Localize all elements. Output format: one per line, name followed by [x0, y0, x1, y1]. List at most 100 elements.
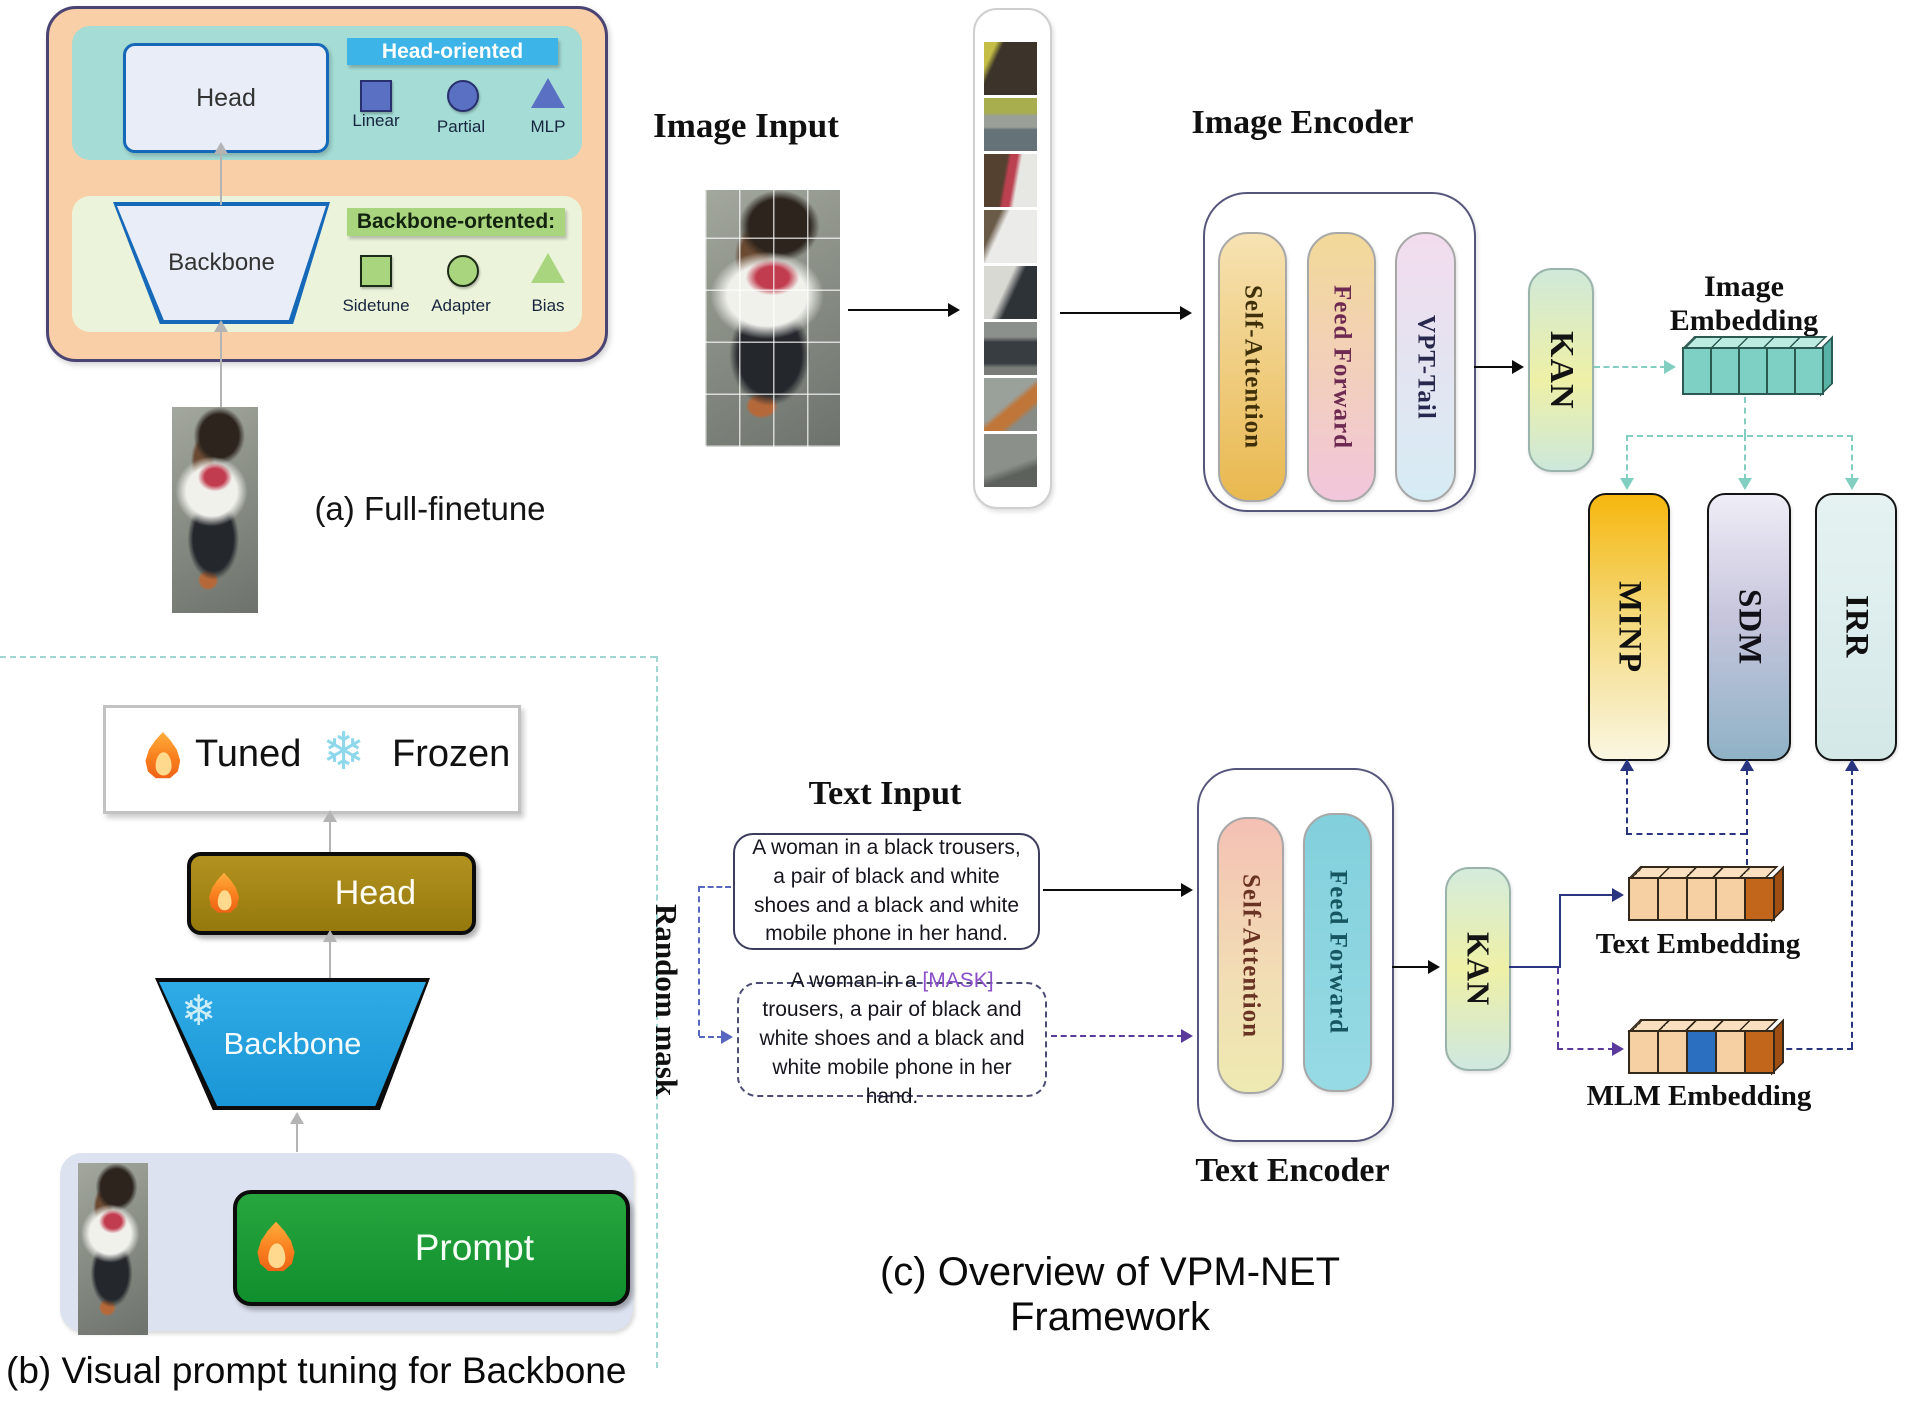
mask-path-top: [699, 886, 731, 888]
text-encoder-label: Text Encoder: [1195, 1152, 1390, 1189]
patch-7: [984, 378, 1037, 431]
text-encoder-self-attention-label: Self-Attention: [1237, 873, 1265, 1038]
adapter-circle-icon: [447, 255, 479, 287]
mlm-embedding-cell-mask: [1686, 1030, 1717, 1074]
adapter-icon-label: Adapter: [431, 296, 491, 315]
text-to-encoder-line: [1043, 889, 1183, 891]
backbone-b-label: Backbone: [223, 1026, 362, 1061]
arrow-txtenc-to-kan-line: [1392, 966, 1430, 968]
partial-circle-icon: [447, 80, 479, 112]
image-embedding-cell: [1766, 347, 1796, 395]
mlm-embedding-cell: [1744, 1030, 1775, 1074]
text-encoder-feed-forward: Feed Forward: [1303, 813, 1372, 1092]
irr-label: IRR: [1838, 595, 1875, 659]
image-embedding-cell: [1794, 347, 1824, 395]
arrow-backbone-to-head-head: [214, 142, 228, 154]
irr-up-head: [1845, 759, 1859, 771]
head-oriented-chip-label: Head-oriented: [381, 39, 524, 63]
pedestrian-photo-b: [78, 1163, 148, 1335]
sidetune-square-icon: [360, 255, 392, 287]
head-b-flame-icon: [208, 872, 241, 915]
sdm-label: SDM: [1731, 588, 1768, 666]
backbone-a-label: Backbone: [168, 249, 275, 276]
junction-to-tembed-line: [1559, 894, 1614, 896]
to-irr-teal-line: [1851, 435, 1853, 480]
text-input-box: A woman in a black trousers, a pair of b…: [733, 833, 1040, 950]
mlm-embedding-cell: [1628, 1030, 1659, 1074]
panel-b-caption: (b) Visual prompt tuning for Backbone: [6, 1350, 627, 1391]
divider-horizontal: [0, 656, 656, 658]
to-mlm-head: [1612, 1042, 1624, 1056]
divider-vertical: [656, 656, 658, 1368]
text-embedding-cell: [1657, 877, 1688, 921]
text-input-sentence: A woman in a black trousers, a pair of b…: [752, 835, 1021, 946]
backbone-oriented-chip-label: Backbone-ortented:: [356, 210, 556, 233]
backbone-trapezoid-a: Backbone: [113, 202, 330, 324]
arrow-prompt-to-backbone-head: [290, 1112, 304, 1124]
masked-text-sentence: A woman in a [MASK] trousers, a pair of …: [753, 967, 1031, 1112]
image-encoder-feed-forward-label: Feed Forward: [1328, 284, 1356, 450]
patch-6: [984, 322, 1037, 375]
kan-text-block: KAN: [1445, 867, 1511, 1071]
mlm-embedding-cell: [1715, 1030, 1746, 1074]
text-embedding-cell: [1744, 877, 1775, 921]
arrow-photo-to-backbone-line: [220, 330, 222, 407]
to-irr-teal-head: [1845, 478, 1859, 490]
backbone-trapezoid-b: Backbone ❄: [155, 978, 430, 1110]
mlm-to-irr-navy-join: [1766, 1048, 1853, 1050]
junction-up-line: [1559, 894, 1561, 966]
junction-to-mlm-line: [1557, 1048, 1614, 1050]
frozen-snowflake-icon: ❄: [322, 722, 366, 782]
head-box-b: Head: [187, 852, 476, 935]
kan-image-label: KAN: [1543, 330, 1580, 410]
panel-a-caption: (a) Full-finetune: [314, 490, 546, 527]
mask-path-head: [721, 1030, 733, 1044]
sdm-block: SDM: [1707, 493, 1791, 761]
to-minp-teal-head: [1620, 478, 1634, 490]
irr-block: IRR: [1815, 493, 1897, 761]
to-tembed-head: [1612, 888, 1624, 902]
arrow-photo-to-backbone-head: [214, 320, 228, 332]
minp-up-head: [1620, 759, 1634, 771]
irr-navy-line: [1851, 769, 1853, 1048]
text-embedding-cell: [1628, 877, 1659, 921]
kan-to-imgembed-dash: [1594, 366, 1666, 368]
sidetune-icon-label: Sidetune: [342, 296, 410, 315]
arrow-imgenc-to-kan-head: [1512, 360, 1524, 374]
image-embedding-cell: [1682, 347, 1712, 395]
text-input-label: Text Input: [808, 775, 962, 812]
prompt-flame-icon: [256, 1221, 296, 1275]
image-embedding-bar: [1681, 335, 1833, 396]
to-sdm-teal-line: [1744, 435, 1746, 480]
imgembed-drop-line: [1744, 397, 1746, 435]
image-embedding-cell: [1710, 347, 1740, 395]
arrow-head-to-legend-line: [329, 820, 331, 852]
image-embedding-label: Image Embedding: [1669, 270, 1819, 337]
arrow-backbone-to-head-b-line: [329, 940, 331, 978]
arrow-prompt-to-backbone-line: [296, 1122, 298, 1152]
masked-to-encoder-line: [1051, 1035, 1183, 1037]
image-embedding-cell: [1738, 347, 1768, 395]
tuned-flame-icon: [144, 732, 182, 781]
mask-path-bottom: [699, 1036, 723, 1038]
bias-icon-label: Bias: [531, 296, 565, 315]
sdm-up-head: [1740, 759, 1754, 771]
patch-grid-overlay: [705, 190, 840, 447]
sdm-navy-line: [1746, 769, 1748, 875]
patch-3: [984, 154, 1037, 207]
image-encoder-feed-forward: Feed Forward: [1307, 232, 1376, 502]
image-encoder-self-attention: Self-Attention: [1218, 232, 1287, 502]
mlm-embedding-bar: [1627, 1018, 1784, 1075]
legend-tuned-label: Tuned: [195, 733, 302, 775]
head-b-label: Head: [334, 874, 416, 912]
patch-4: [984, 210, 1037, 263]
backbone-oriented-chip: Backbone-ortented:: [347, 208, 565, 236]
random-mask-label: Random mask: [649, 903, 684, 1097]
junction-down-line: [1557, 968, 1559, 1048]
text-encoder-self-attention: Self-Attention: [1217, 817, 1284, 1094]
arrow-imgenc-to-kan-line: [1474, 366, 1514, 368]
arrow-photo-to-strip-head: [948, 303, 960, 317]
patch-5: [984, 266, 1037, 319]
text-encoder-feed-forward-label: Feed Forward: [1324, 870, 1352, 1035]
text-embedding-bar: [1627, 865, 1784, 922]
